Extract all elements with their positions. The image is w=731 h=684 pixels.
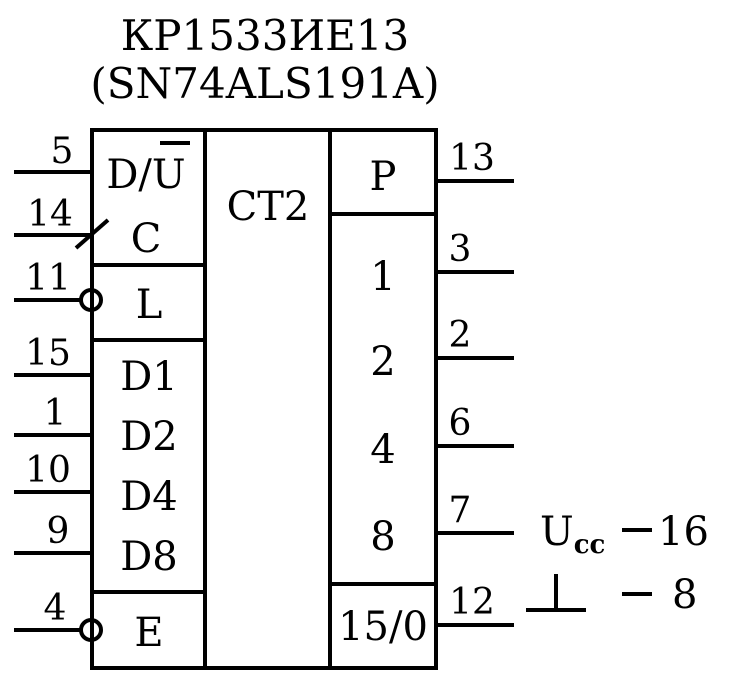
output-label-q8: 8 bbox=[370, 514, 395, 560]
output-label-max-min: 15/0 bbox=[338, 604, 428, 650]
pin-number-9: 9 bbox=[47, 511, 70, 552]
input-label-enable: E bbox=[134, 610, 163, 656]
supply-pin-number: 16 bbox=[658, 509, 709, 555]
ground-pin-number: 8 bbox=[672, 572, 697, 618]
title-part-number: КР1533ИЕ13 bbox=[121, 11, 409, 60]
inversion-bubble-load bbox=[79, 288, 103, 312]
supply-voltage-label: Ucc bbox=[540, 509, 605, 560]
supply-voltage-subscript: cc bbox=[574, 530, 606, 560]
input-label-load: L bbox=[136, 282, 163, 328]
pin-number-7: 7 bbox=[449, 490, 472, 531]
pin-number-5: 5 bbox=[51, 131, 74, 172]
input-label-d4: D4 bbox=[120, 474, 178, 520]
input-label-direction: D/U bbox=[106, 152, 185, 198]
pin-number-2: 2 bbox=[449, 315, 472, 356]
output-label-carry: P bbox=[370, 154, 397, 200]
pin-number-15: 15 bbox=[25, 333, 71, 374]
title-alt-part-number: (SN74ALS191A) bbox=[90, 59, 439, 108]
pin-number-11: 11 bbox=[25, 258, 71, 299]
pin-number-1: 1 bbox=[44, 393, 67, 434]
input-label-d8: D8 bbox=[120, 534, 178, 580]
pin-number-12: 12 bbox=[449, 582, 495, 623]
inversion-bubble-enable bbox=[79, 618, 103, 642]
output-label-q4: 4 bbox=[370, 427, 395, 473]
pin-number-3: 3 bbox=[449, 229, 472, 270]
pin-number-14: 14 bbox=[27, 194, 73, 235]
output-label-q1: 1 bbox=[370, 254, 395, 300]
pin-number-13: 13 bbox=[449, 138, 495, 179]
supply-voltage-main: U bbox=[540, 509, 574, 555]
input-label-d2: D2 bbox=[120, 414, 178, 460]
pin-number-4: 4 bbox=[44, 588, 67, 629]
chip-body bbox=[90, 128, 438, 670]
pin-number-6: 6 bbox=[449, 403, 472, 444]
ground-icon bbox=[526, 574, 586, 612]
pin-number-10: 10 bbox=[25, 450, 71, 491]
input-label-d1: D1 bbox=[120, 354, 178, 400]
counter-type-label: CT2 bbox=[227, 184, 310, 230]
input-label-clock: C bbox=[131, 216, 162, 262]
output-label-q2: 2 bbox=[370, 339, 395, 385]
